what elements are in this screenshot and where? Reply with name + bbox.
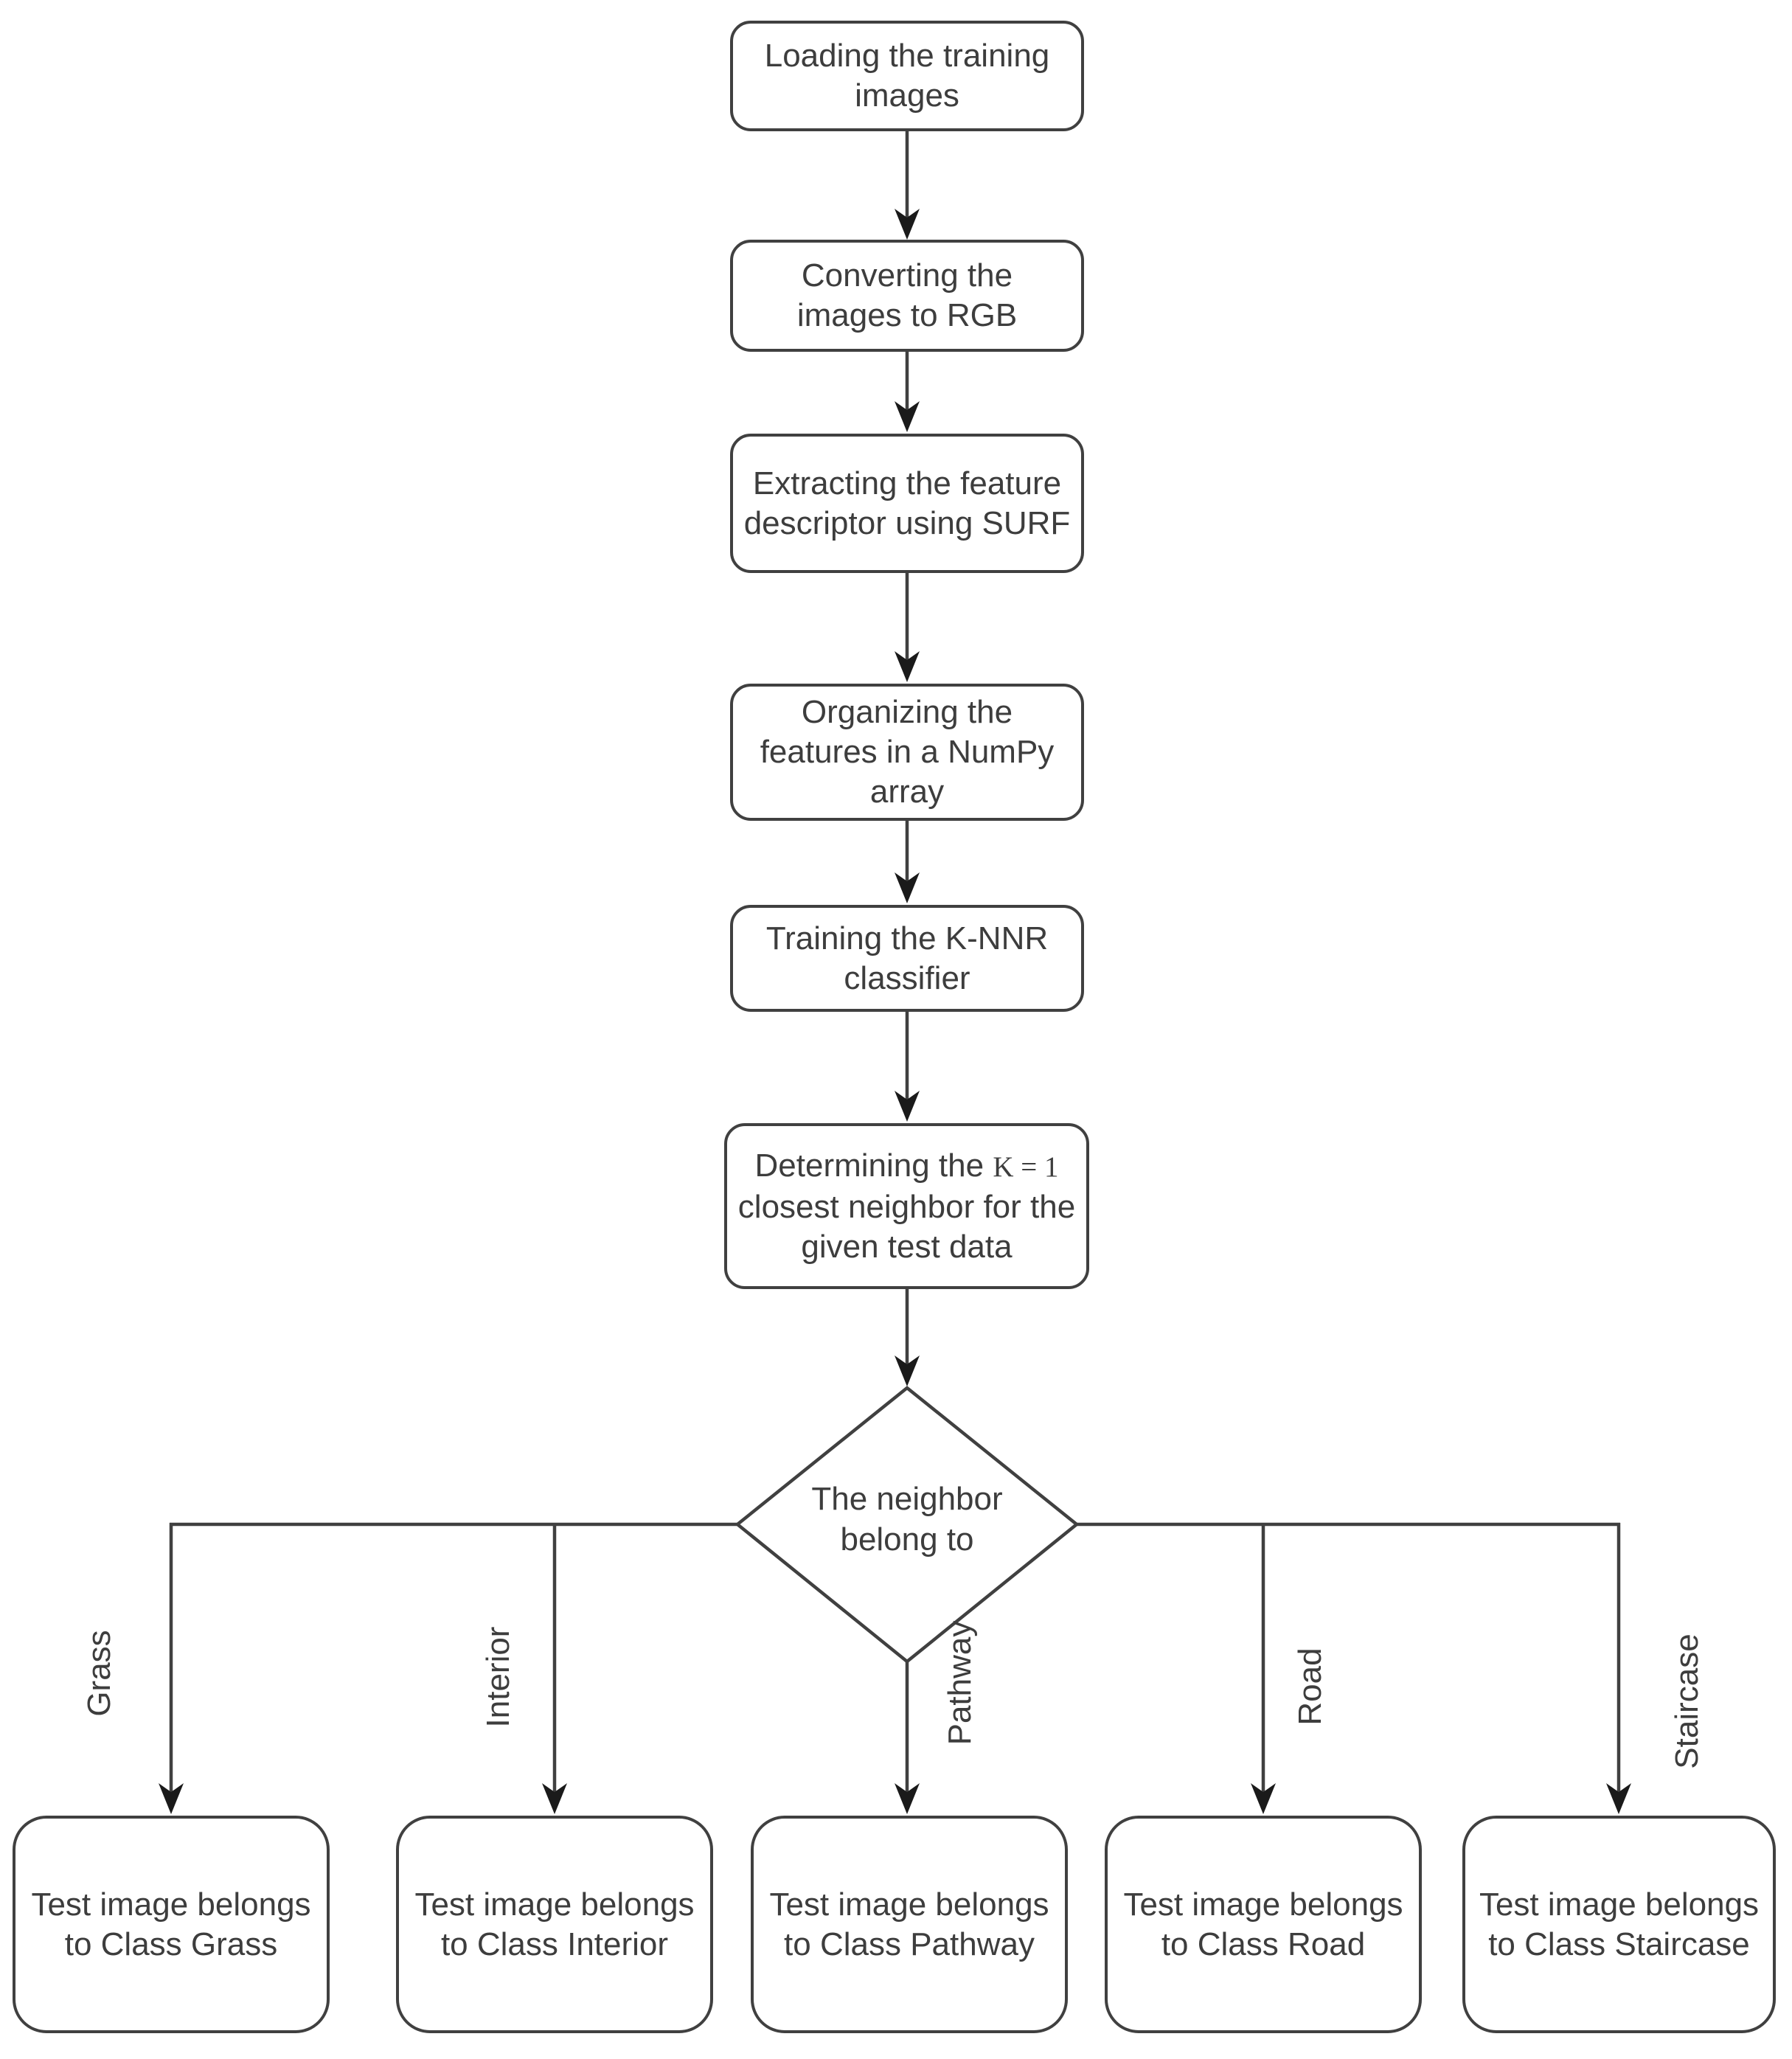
result-text: to Class Staircase <box>1488 1926 1750 1962</box>
step-text-prefix: Determining the <box>754 1147 993 1184</box>
step-text: given test data <box>801 1228 1013 1265</box>
step-text: Organizing the <box>801 694 1013 730</box>
arrowhead-2 <box>895 401 920 432</box>
arrowhead-4 <box>895 872 920 903</box>
step-text: Extracting the feature <box>752 465 1062 501</box>
step-text: features in a NumPy <box>760 734 1055 770</box>
branch-label-pathway: Pathway <box>942 1620 978 1746</box>
step-box-loading-training-images: Loading the training images <box>730 21 1084 131</box>
result-box-class-pathway: Test image belongs to Class Pathway <box>751 1816 1068 2033</box>
result-text: Test image belongs <box>414 1886 695 1923</box>
step-text: closest neighbor for the <box>737 1188 1076 1225</box>
step-text: Determining the K = 1 <box>755 1146 1059 1187</box>
decision-text: The neighbor <box>811 1481 1003 1517</box>
arrowhead-grass <box>159 1783 184 1814</box>
arrowhead-6 <box>895 1355 920 1386</box>
branch-label-grass: Grass <box>81 1630 117 1717</box>
decision-text: belong to <box>840 1521 974 1558</box>
step-text: classifier <box>844 959 970 996</box>
arrowhead-5 <box>895 1091 920 1122</box>
arrowhead-1 <box>895 209 920 240</box>
step-text: Loading the training <box>764 38 1050 74</box>
result-box-class-staircase: Test image belongs to Class Staircase <box>1462 1816 1776 2033</box>
step-text: array <box>869 774 945 810</box>
step-box-determining-closest-neighbor: Determining the K = 1 closest neighbor f… <box>724 1123 1089 1289</box>
branch-label-road: Road <box>1292 1647 1328 1726</box>
decision-diamond <box>734 1386 1080 1664</box>
result-text: Test image belongs <box>769 1886 1049 1923</box>
result-box-class-road: Test image belongs to Class Road <box>1105 1816 1422 2033</box>
result-text: Test image belongs <box>1123 1886 1403 1923</box>
result-box-class-interior: Test image belongs to Class Interior <box>396 1816 713 2033</box>
step-box-organizing-numpy-array: Organizing the features in a NumPy array <box>730 684 1084 821</box>
step-box-converting-images-to-rgb: Converting the images to RGB <box>730 240 1084 352</box>
arrowhead-pathway <box>895 1783 920 1814</box>
step-text: Converting the <box>801 257 1013 294</box>
arrowhead-3 <box>895 651 920 682</box>
result-text: Test image belongs <box>1479 1886 1760 1923</box>
result-text: to Class Interior <box>440 1926 669 1962</box>
step-text: images <box>855 77 959 114</box>
result-box-class-grass: Test image belongs to Class Grass <box>13 1816 330 2033</box>
branch-label-staircase: Staircase <box>1669 1633 1705 1769</box>
arrowhead-staircase <box>1606 1783 1631 1814</box>
branch-label-interior: Interior <box>480 1626 516 1728</box>
arrowhead-interior <box>542 1783 567 1814</box>
k-equals-1-formula: K = 1 <box>993 1150 1059 1183</box>
result-text: to Class Grass <box>64 1926 278 1962</box>
arrowhead-road <box>1251 1783 1276 1814</box>
step-text: images to RGB <box>796 297 1018 333</box>
step-box-extracting-surf-features: Extracting the feature descriptor using … <box>730 434 1084 573</box>
step-box-training-knnr-classifier: Training the K-NNR classifier <box>730 905 1084 1012</box>
step-text: descriptor using SURF <box>743 504 1071 541</box>
step-text: Training the K-NNR <box>765 920 1049 956</box>
result-text: Test image belongs <box>31 1886 311 1923</box>
result-text: to Class Road <box>1161 1926 1366 1962</box>
decision-diamond-label: The neighbor belong to <box>760 1479 1055 1560</box>
result-text: to Class Pathway <box>784 1926 1035 1962</box>
